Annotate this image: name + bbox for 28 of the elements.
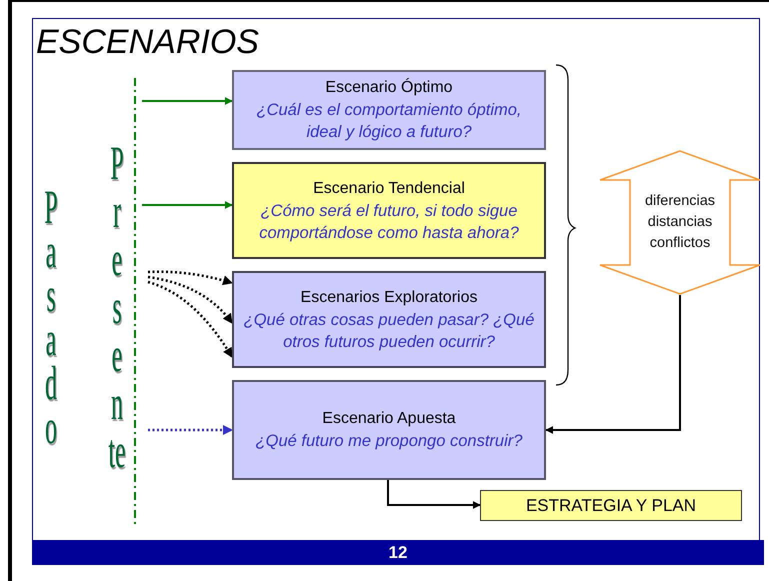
vertical-word: Pasado xyxy=(43,186,59,450)
page-number: 12 xyxy=(388,542,408,564)
result-box xyxy=(480,490,742,521)
box-heading: Escenario Óptimo xyxy=(325,77,453,98)
arrow xyxy=(545,295,681,434)
box-question: ¿Qué futuro me propongo construir? xyxy=(256,431,522,452)
box-heading: Escenario Tendencial xyxy=(313,178,465,198)
box-heading: Escenario Apuesta xyxy=(322,409,456,429)
box-heading: Escenarios Exploratorios xyxy=(300,288,478,308)
scenario-box xyxy=(232,271,546,368)
shape-text: diferencias distancias conflictos xyxy=(644,192,716,253)
scenario-box xyxy=(232,380,546,480)
box-question: ¿Cómo será el futuro, si todo sigue comportándose como hasta ahora? xyxy=(258,200,520,244)
box-question: ¿Cuál es el comportamiento óptimo, ideal y lógico a futuro? xyxy=(255,100,523,143)
arrow xyxy=(148,425,233,435)
vertical-word: Presente xyxy=(108,140,126,476)
arrow xyxy=(148,280,234,358)
arrow xyxy=(148,270,233,286)
scenario-box xyxy=(232,70,546,150)
arrow xyxy=(142,201,233,209)
scenario-box xyxy=(232,162,546,259)
arrow xyxy=(142,97,233,105)
slide-title: ESCENARIOS xyxy=(36,22,259,62)
arrow xyxy=(148,276,233,324)
box-question: ¿Qué otras cosas pueden pasar? ¿Qué otros futuros pueden ocurrir? xyxy=(242,310,536,352)
box-heading: ESTRATEGIA Y PLAN xyxy=(526,496,696,516)
arrow xyxy=(387,480,481,509)
double-arrow-shape xyxy=(598,150,762,295)
